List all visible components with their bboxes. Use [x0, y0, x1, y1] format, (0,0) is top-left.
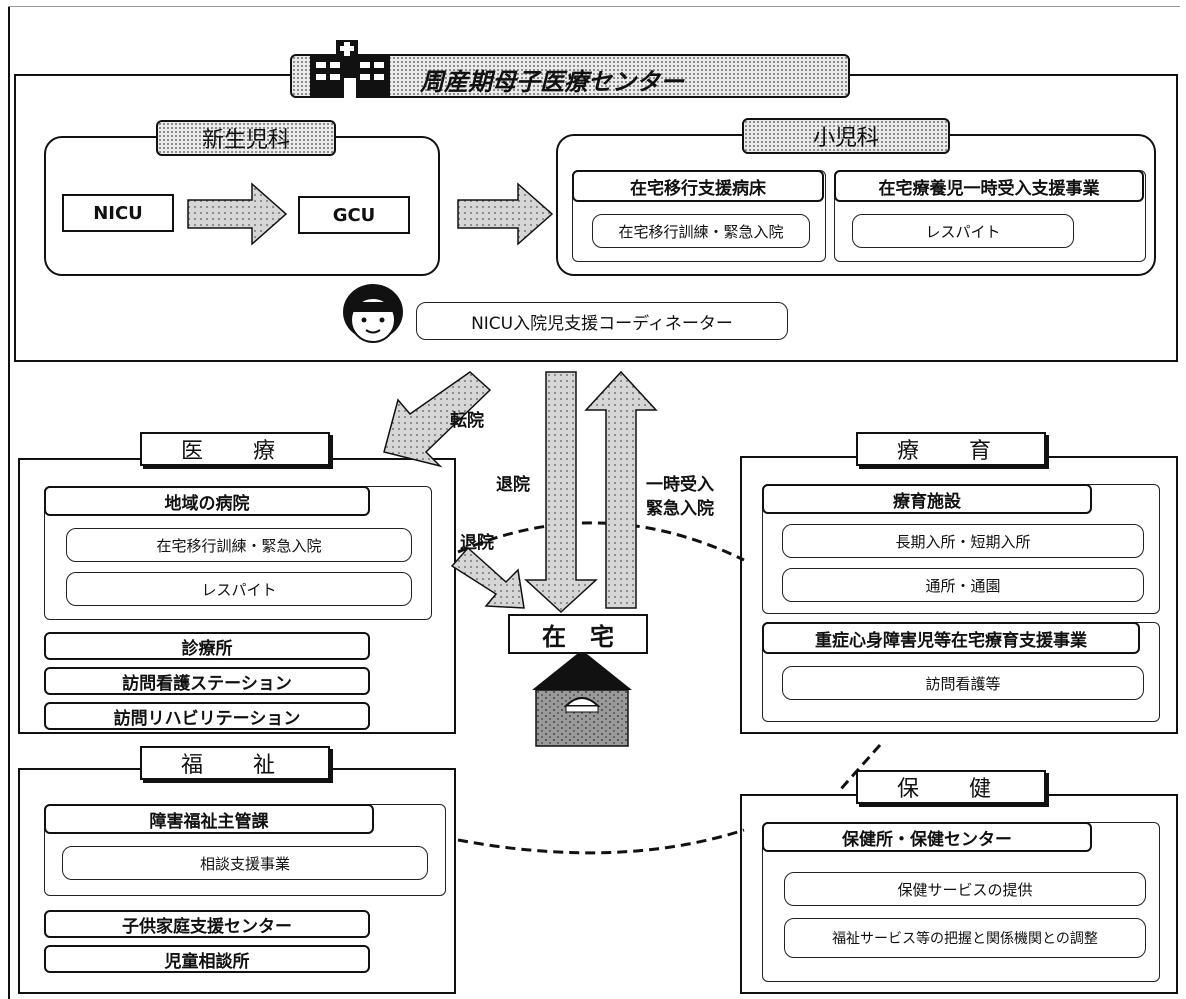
visiting-nurse-station: 訪問看護ステーション [44, 667, 370, 695]
health-center-title: 保健所・保健センター [762, 822, 1092, 852]
child-guidance-center: 児童相談所 [44, 945, 370, 973]
family-support-center: 子供家庭支援センター [44, 910, 370, 938]
coordinator-avatar [338, 282, 408, 348]
rehab-label: 療 育 [856, 432, 1046, 466]
gcu-box: GCU [298, 196, 410, 234]
arrow-discharge [524, 371, 598, 614]
visiting-rehab: 訪問リハビリテーション [44, 702, 370, 730]
clinic: 診療所 [44, 632, 370, 660]
label-temporary: 一時受入 [646, 475, 714, 495]
neonatal-label: 新生児科 [156, 120, 336, 156]
welfare-label: 福 祉 [140, 746, 330, 780]
pediatrics-group [556, 134, 1156, 276]
home-rehab-program-title: 重症心身障害児等在宅療育支援事業 [762, 622, 1140, 654]
coordinator-box: NICU入院児支援コーディネーター [416, 302, 788, 340]
page-border-top [8, 6, 1180, 7]
home-transition-ward-item: 在宅移行訓練・緊急入院 [592, 214, 810, 248]
house-icon [532, 650, 632, 747]
arrow-discharge-side [450, 546, 525, 609]
page-border-left [8, 6, 10, 999]
respite-program-item: レスパイト [852, 214, 1074, 248]
center-title: 周産期母子医療センター [420, 68, 684, 96]
hospital-icon [302, 38, 398, 100]
respite-program-title: 在宅療養児一時受入支援事業 [834, 170, 1144, 202]
regional-hospital-title: 地域の病院 [44, 486, 370, 516]
disability-welfare-dept-title: 障害福祉主管課 [44, 804, 374, 834]
hospital-item-2: レスパイト [66, 572, 412, 606]
consultation-support: 相談支援事業 [62, 846, 428, 880]
hospital-item-1: 在宅移行訓練・緊急入院 [66, 528, 412, 562]
home-rehab-program-item: 訪問看護等 [782, 666, 1144, 700]
medical-label: 医 療 [140, 432, 330, 466]
home-box: 在 宅 [508, 614, 648, 654]
label-transfer: 転院 [450, 411, 484, 431]
welfare-coordination: 福祉サービス等の把握と関係機関との調整 [784, 918, 1146, 958]
label-emergency: 緊急入院 [646, 499, 714, 519]
pediatrics-label: 小児科 [742, 118, 950, 154]
rehab-facility-item-1: 長期入所・短期入所 [782, 524, 1144, 558]
label-discharge: 退院 [496, 475, 530, 495]
home-transition-ward-title: 在宅移行支援病床 [572, 170, 824, 202]
nicu-box: NICU [62, 194, 174, 232]
health-label: 保 健 [856, 770, 1046, 804]
rehab-facility-item-2: 通所・通園 [782, 568, 1144, 602]
health-service: 保健サービスの提供 [784, 872, 1146, 906]
rehab-facility-title: 療育施設 [762, 484, 1092, 514]
label-discharge-side: 退院 [460, 533, 494, 553]
